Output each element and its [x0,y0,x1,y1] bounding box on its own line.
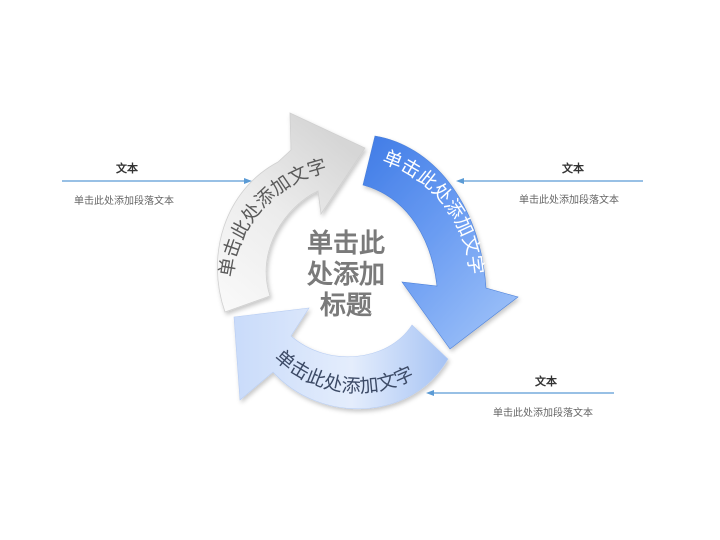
blue-cycle-arrow [362,135,519,350]
connector-lines [62,178,643,396]
annotation-body-left: 单击此处添加段落文本 [74,196,174,207]
gray-cycle-arrow [217,112,366,313]
connector-arrowhead-top-right [456,178,464,184]
annotation-body-right: 单击此处添加段落文本 [519,195,619,206]
annotation-body-bottom: 单击此处添加段落文本 [493,408,593,419]
center-title-line-1: 单击此 [307,229,385,259]
center-title-line-3: 标题 [320,291,372,321]
connector-arrowhead-top-left [244,178,252,184]
center-title: 单击此 处添加 标题 [306,229,385,321]
annotation-title-left: 文本 [116,162,138,175]
annotation-title-right: 文本 [562,162,584,175]
annotation-title-bottom: 文本 [535,375,557,388]
light-cycle-arrow [233,307,449,409]
center-title-line-2: 处添加 [306,260,385,290]
connector-arrowhead-bottom-right [426,390,434,396]
